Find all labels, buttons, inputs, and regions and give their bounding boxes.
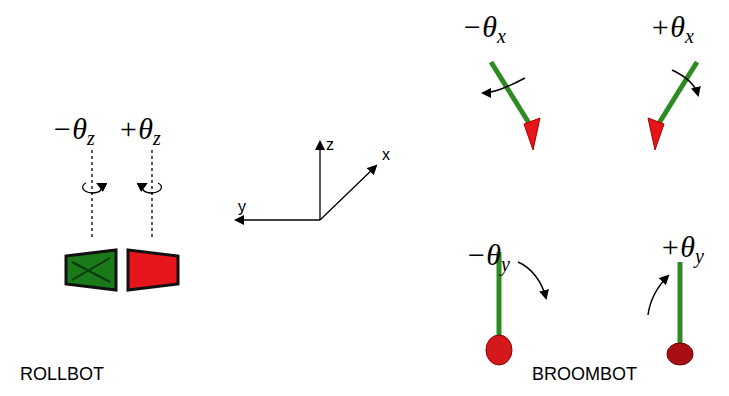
rotation-axis <box>151 150 152 240</box>
broom-minus-x <box>483 62 540 150</box>
rotation-arrow <box>143 183 162 193</box>
rollbot-red <box>128 250 178 290</box>
angle-label: +θx <box>650 10 694 48</box>
rotation-arrow <box>83 183 102 193</box>
angle-label: +θz <box>118 112 161 150</box>
axis-label: x <box>382 146 390 164</box>
robot-name: ROLLBOT <box>20 364 104 385</box>
angle-label: −θz <box>52 112 95 150</box>
axes <box>236 142 376 220</box>
broom-plus-y <box>648 262 693 365</box>
angle-label: −θy <box>466 238 510 276</box>
angle-label: +θy <box>660 230 704 268</box>
axis-label: y <box>238 198 246 216</box>
robot-name: BROOMBOT <box>532 364 637 385</box>
angle-label: −θx <box>462 10 506 48</box>
rotation-axis <box>91 150 92 240</box>
axis-label: z <box>326 136 334 154</box>
broom-plus-x <box>648 62 698 150</box>
rollbot-green <box>66 250 116 290</box>
